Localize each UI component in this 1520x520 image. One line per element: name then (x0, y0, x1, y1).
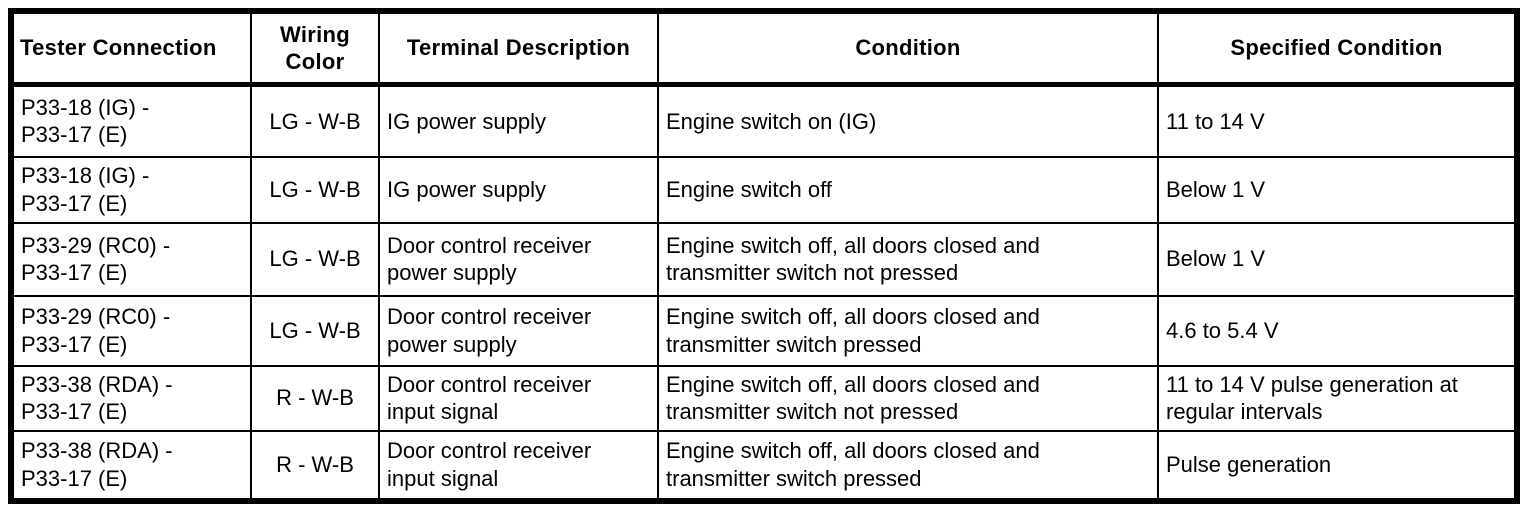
table-row: P33-29 (RC0) - P33-17 (E) LG - W-B Door … (10, 294, 1518, 367)
table-row: P33-18 (IG) - P33-17 (E) LG - W-B IG pow… (10, 83, 1518, 158)
condition-cell: Engine switch off, all doors closed and … (657, 294, 1159, 367)
tester-connection-cell: P33-38 (RDA) - P33-17 (E) (10, 429, 252, 502)
specified-condition-cell: 11 to 14 V (1157, 83, 1518, 158)
condition-cell: Engine switch off, all doors closed and … (657, 429, 1159, 502)
column-header-specified-condition: Specified Condition (1157, 10, 1518, 87)
header-row: Tester Connection Wiring Color Terminal … (10, 10, 1518, 87)
terminal-description-cell: IG power supply (378, 83, 659, 158)
condition-cell: Engine switch off (657, 155, 1159, 224)
wiring-color-cell: R - W-B (250, 364, 380, 432)
tester-connection-cell: P33-38 (RDA) - P33-17 (E) (10, 364, 252, 432)
column-header-terminal-description: Terminal Description (378, 10, 659, 87)
terminal-description-cell: Door control receiver input signal (378, 364, 659, 432)
specified-condition-cell: 4.6 to 5.4 V (1157, 294, 1518, 367)
column-header-condition: Condition (657, 10, 1159, 87)
condition-cell: Engine switch on (IG) (657, 83, 1159, 158)
wiring-color-cell: LG - W-B (250, 155, 380, 224)
terminal-description-cell: Door control receiver power supply (378, 294, 659, 367)
column-header-tester-connection: Tester Connection (10, 10, 252, 87)
table-row: P33-29 (RC0) - P33-17 (E) LG - W-B Door … (10, 221, 1518, 297)
wiring-color-cell: R - W-B (250, 429, 380, 502)
table-row: P33-18 (IG) - P33-17 (E) LG - W-B IG pow… (10, 155, 1518, 224)
condition-cell: Engine switch off, all doors closed and … (657, 364, 1159, 432)
specified-condition-cell: Below 1 V (1157, 221, 1518, 297)
specified-condition-cell: Below 1 V (1157, 155, 1518, 224)
tester-connection-cell: P33-18 (IG) - P33-17 (E) (10, 155, 252, 224)
column-header-wiring-color: Wiring Color (250, 10, 380, 87)
tester-connection-cell: P33-18 (IG) - P33-17 (E) (10, 83, 252, 158)
table-row: P33-38 (RDA) - P33-17 (E) R - W-B Door c… (10, 429, 1518, 502)
wiring-color-cell: LG - W-B (250, 83, 380, 158)
tester-connection-cell: P33-29 (RC0) - P33-17 (E) (10, 221, 252, 297)
specified-condition-cell: Pulse generation (1157, 429, 1518, 502)
terminal-description-cell: IG power supply (378, 155, 659, 224)
condition-cell: Engine switch off, all doors closed and … (657, 221, 1159, 297)
terminal-spec-table: Tester Connection Wiring Color Terminal … (8, 8, 1520, 504)
wiring-color-cell: LG - W-B (250, 294, 380, 367)
terminal-description-cell: Door control receiver power supply (378, 221, 659, 297)
terminal-description-cell: Door control receiver input signal (378, 429, 659, 502)
tester-connection-cell: P33-29 (RC0) - P33-17 (E) (10, 294, 252, 367)
specified-condition-cell: 11 to 14 V pulse generation at regular i… (1157, 364, 1518, 432)
wiring-color-cell: LG - W-B (250, 221, 380, 297)
table-row: P33-38 (RDA) - P33-17 (E) R - W-B Door c… (10, 364, 1518, 432)
